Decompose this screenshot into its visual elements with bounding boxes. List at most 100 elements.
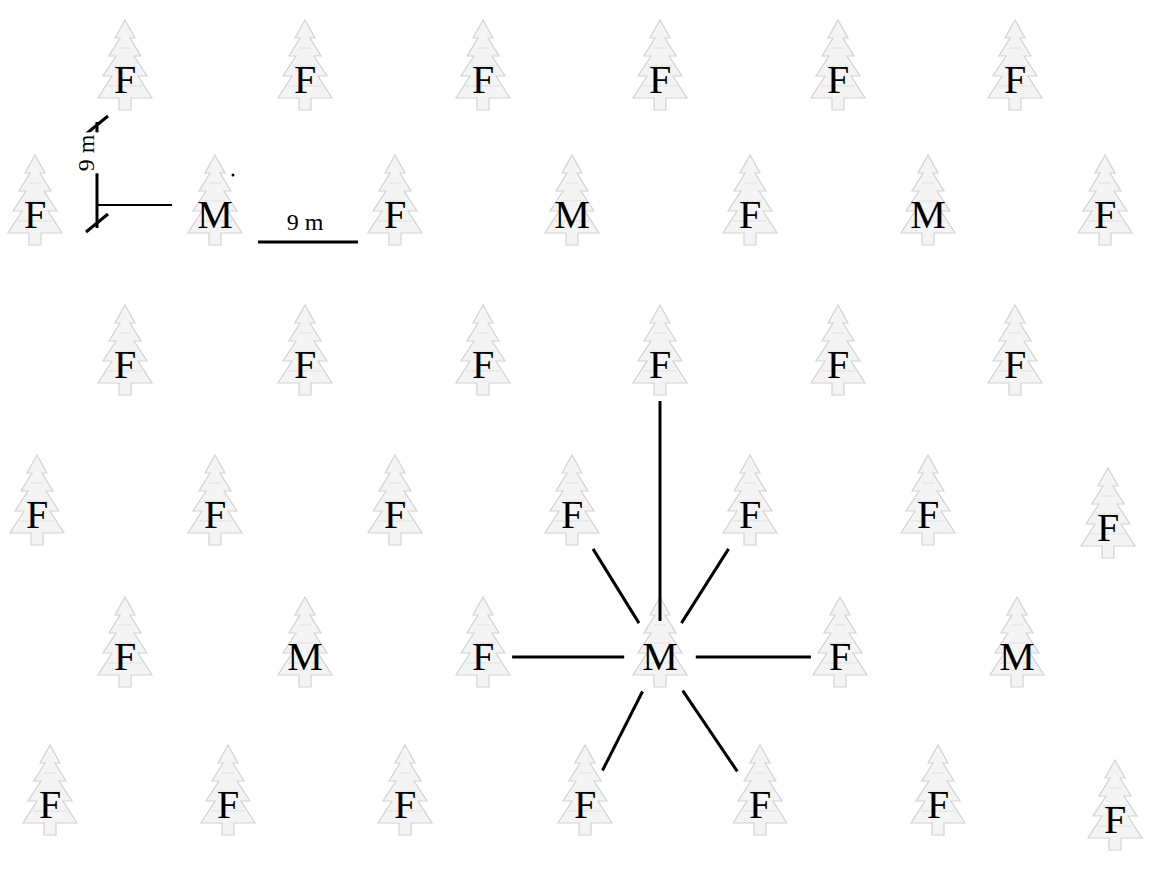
- tree-node: M: [995, 635, 1039, 679]
- tree-icon: [368, 455, 422, 545]
- pollination-line: [512, 656, 624, 659]
- tree-node: F: [913, 493, 943, 537]
- tree-node: F: [110, 343, 140, 387]
- tree-node: F: [1000, 343, 1030, 387]
- sex-letter: F: [114, 637, 136, 677]
- pollination-line: [593, 549, 639, 623]
- sex-letter: F: [394, 785, 416, 825]
- sex-letter: F: [749, 785, 771, 825]
- tree-node: M: [550, 193, 594, 237]
- dimension-label: 9 m: [285, 209, 326, 235]
- tree-icon: [456, 597, 510, 687]
- dimension-leader: [97, 204, 172, 206]
- sex-letter: F: [294, 345, 316, 385]
- tree-node: M: [193, 193, 237, 237]
- sex-letter: F: [114, 60, 136, 100]
- pollination-line: [683, 691, 738, 772]
- tree-icon: [456, 305, 510, 395]
- tree-icon: [811, 20, 865, 110]
- tree-node: F: [823, 58, 853, 102]
- tree-icon: [733, 745, 787, 835]
- sex-letter: M: [554, 195, 590, 235]
- pollination-line: [681, 549, 728, 623]
- sex-letter: F: [294, 60, 316, 100]
- tree-icon: [988, 305, 1042, 395]
- tree-node: F: [35, 783, 65, 827]
- sex-letter: F: [1097, 508, 1119, 548]
- tree-node: F: [468, 58, 498, 102]
- tree-node: F: [735, 493, 765, 537]
- tree-node: M: [638, 635, 682, 679]
- sex-letter: F: [472, 345, 494, 385]
- tree-node: F: [825, 635, 855, 679]
- tree-icons: [8, 20, 1142, 850]
- tree-node: F: [923, 783, 953, 827]
- dimension-lines: [86, 116, 358, 242]
- dimension-tick: [86, 214, 108, 232]
- tree-icon: [23, 745, 77, 835]
- tree-icon: [98, 305, 152, 395]
- tree-node: F: [735, 193, 765, 237]
- tree-icon: [10, 455, 64, 545]
- tree-node: F: [200, 493, 230, 537]
- tree-node: F: [468, 343, 498, 387]
- sex-letter: F: [384, 195, 406, 235]
- sex-letter: F: [384, 495, 406, 535]
- pollination-line: [602, 691, 642, 770]
- sex-letter: F: [1094, 195, 1116, 235]
- tree-icon: [901, 455, 955, 545]
- sex-letter: F: [1104, 800, 1126, 840]
- tree-icon: [98, 20, 152, 110]
- sex-letter: F: [827, 60, 849, 100]
- tree-icon: [98, 597, 152, 687]
- tree-icon: [723, 455, 777, 545]
- sex-letter: F: [1004, 60, 1026, 100]
- tree-node: F: [645, 58, 675, 102]
- tree-node: F: [570, 783, 600, 827]
- tree-icon: [633, 305, 687, 395]
- sex-letter: F: [472, 60, 494, 100]
- tree-icon: [1088, 760, 1142, 850]
- tree-icon: [1081, 468, 1135, 558]
- sex-letter: F: [472, 637, 494, 677]
- tree-icon: [988, 20, 1042, 110]
- tree-node: F: [22, 493, 52, 537]
- tree-icon: [188, 155, 242, 245]
- sex-letter: M: [642, 637, 678, 677]
- sex-letter: F: [917, 495, 939, 535]
- sex-letter: F: [827, 345, 849, 385]
- tree-node: F: [290, 343, 320, 387]
- sex-letter: F: [927, 785, 949, 825]
- sex-letter: M: [910, 195, 946, 235]
- tree-node: F: [1000, 58, 1030, 102]
- tree-node: F: [213, 783, 243, 827]
- tree-node: F: [1090, 193, 1120, 237]
- tree-node: F: [745, 783, 775, 827]
- sex-letter: F: [739, 495, 761, 535]
- dimension-tick: [86, 116, 108, 134]
- tree-node: F: [557, 493, 587, 537]
- tree-node: M: [283, 635, 327, 679]
- tree-icon: [456, 20, 510, 110]
- dot: [232, 174, 235, 177]
- sex-letter: F: [217, 785, 239, 825]
- pollination-line: [658, 401, 661, 621]
- tree-icon: [901, 155, 955, 245]
- sex-letter: F: [829, 637, 851, 677]
- tree-icon: [278, 20, 332, 110]
- tree-node: F: [110, 635, 140, 679]
- tree-icon: [558, 745, 612, 835]
- tree-icon: [278, 305, 332, 395]
- sex-letter: F: [26, 495, 48, 535]
- tree-node: F: [823, 343, 853, 387]
- sex-letter: F: [114, 345, 136, 385]
- tree-node: F: [468, 635, 498, 679]
- dimension-line: [258, 241, 358, 244]
- tree-icon: [723, 155, 777, 245]
- tree-icon: [8, 155, 62, 245]
- sex-letter: F: [574, 785, 596, 825]
- tree-icon: [201, 745, 255, 835]
- tree-node: F: [110, 58, 140, 102]
